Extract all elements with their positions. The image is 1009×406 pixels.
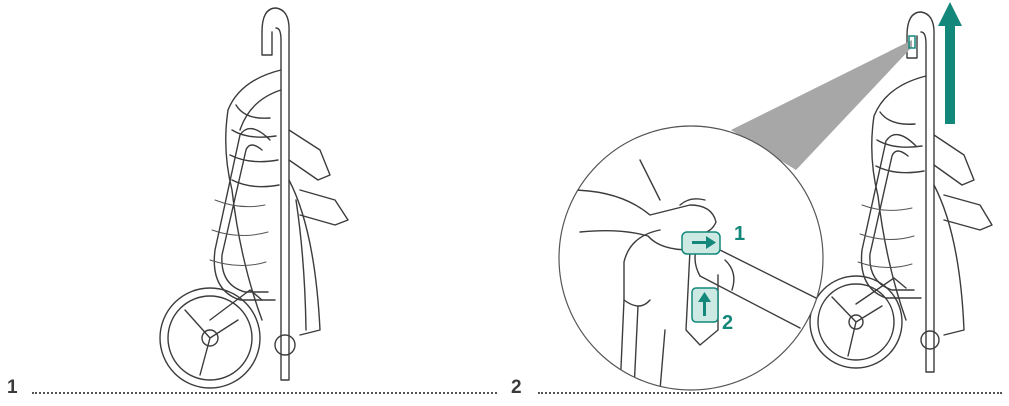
step-number-2: 2 (511, 378, 522, 397)
callout-number-1: 1 (734, 224, 745, 244)
magnifier-detail (559, 126, 823, 390)
step-2-dotted-line (538, 392, 1002, 394)
folded-stroller-2 (810, 12, 992, 372)
step-1-dotted-line (32, 392, 497, 394)
folded-stroller-1 (160, 8, 348, 388)
callout-number-2: 2 (722, 313, 733, 333)
step-number-1: 1 (7, 378, 18, 397)
up-arrow-icon (938, 2, 962, 124)
